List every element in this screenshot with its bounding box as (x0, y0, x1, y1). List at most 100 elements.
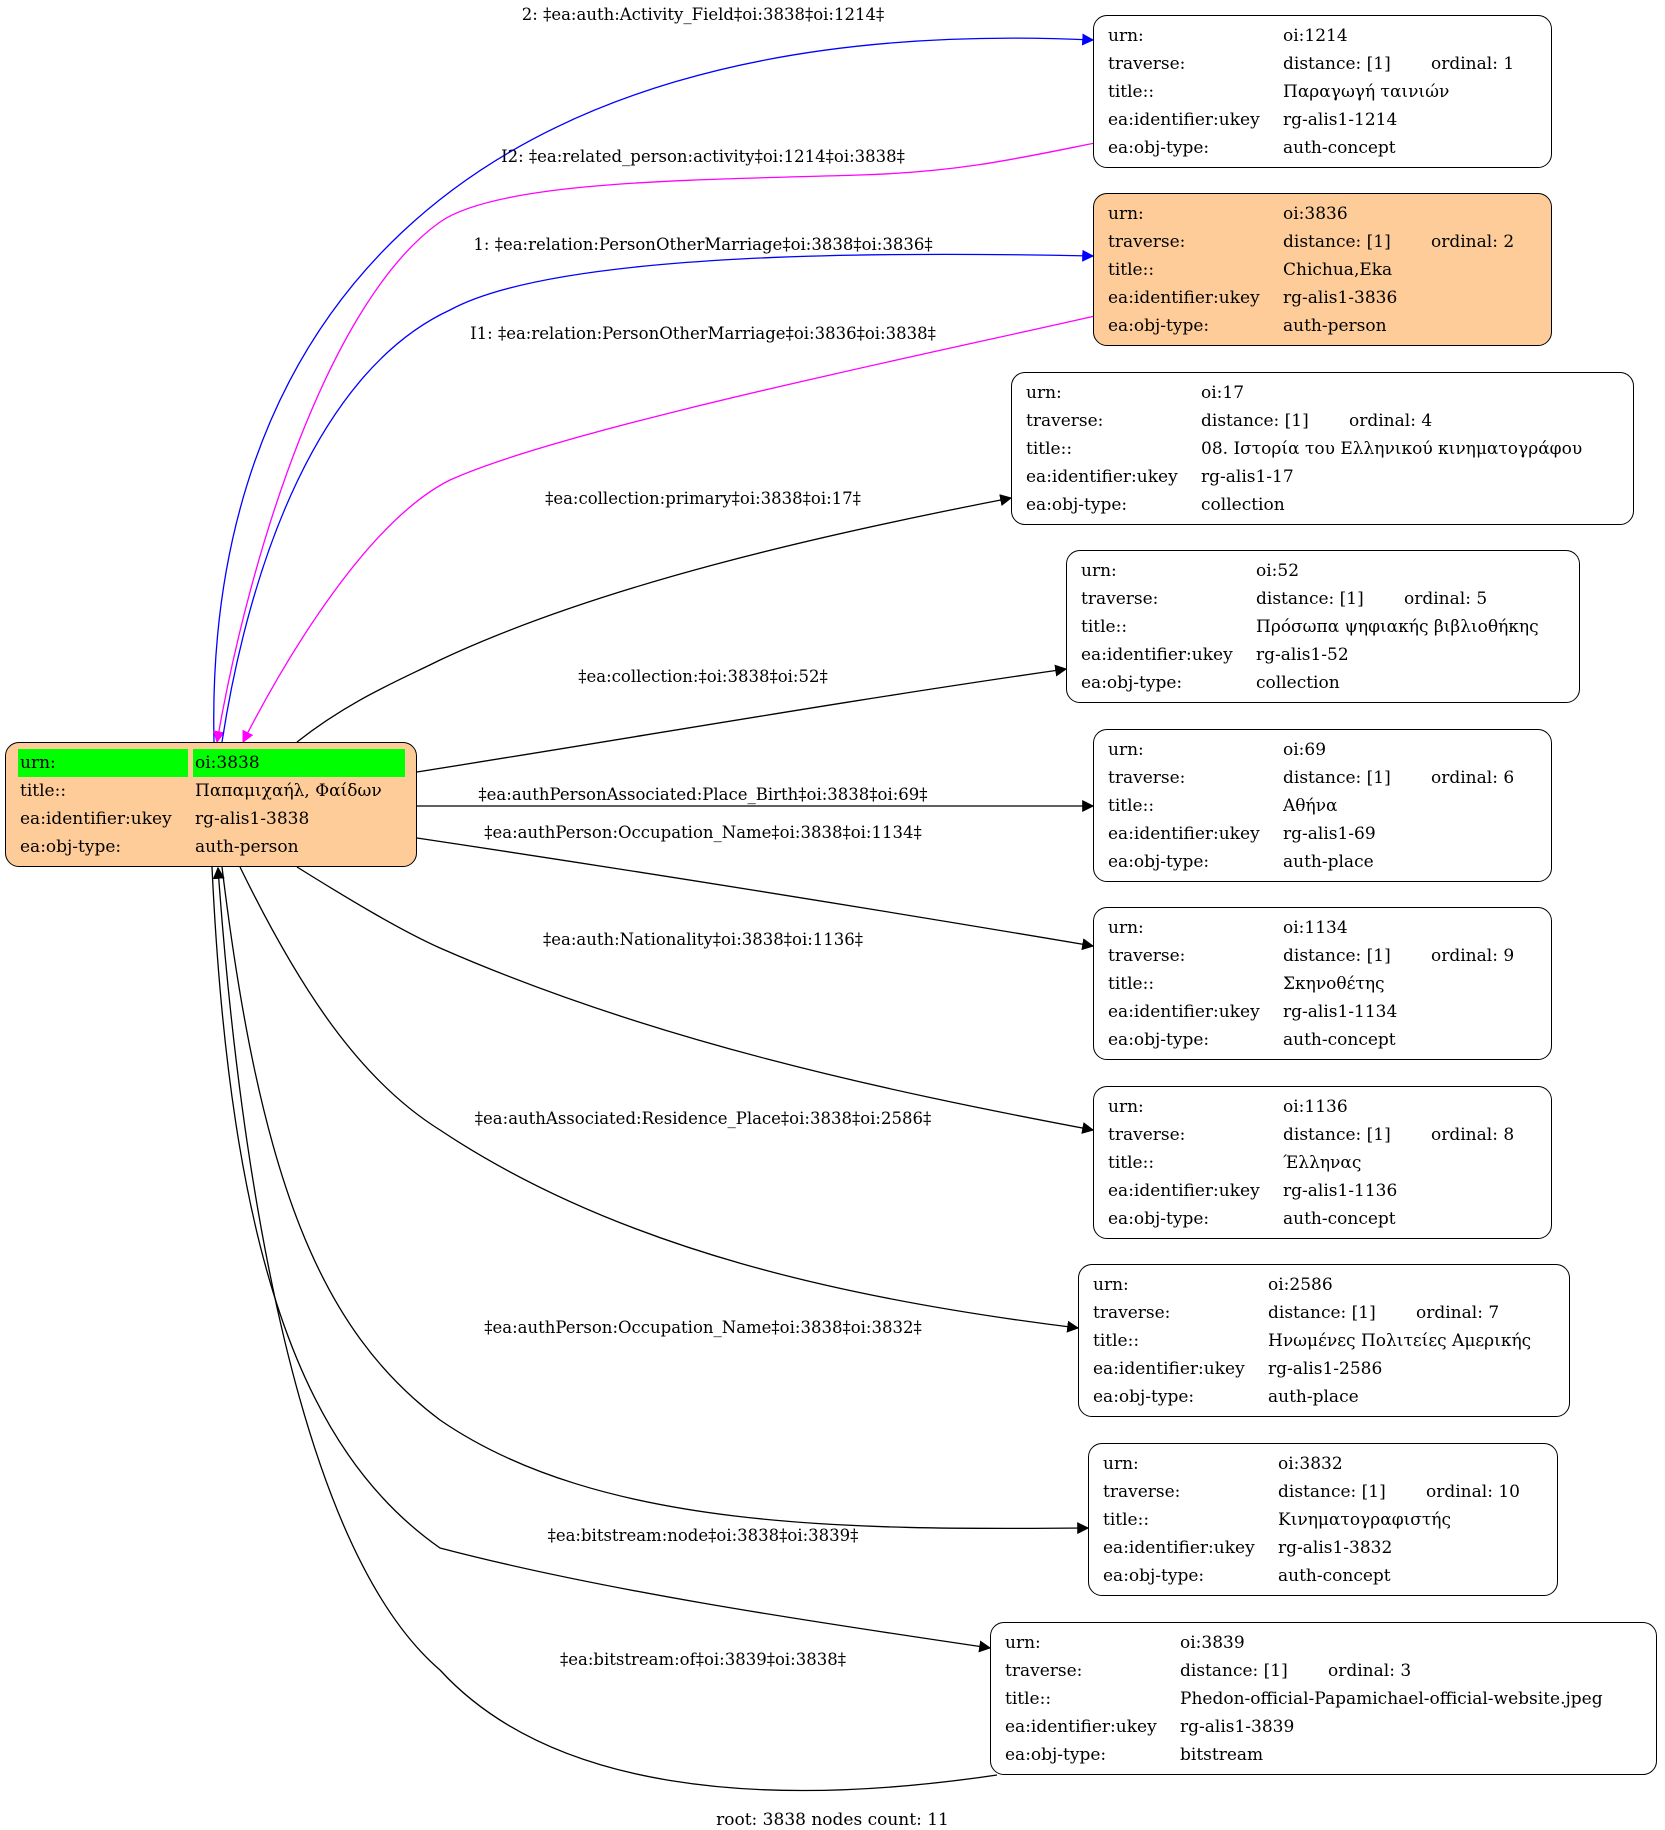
distance-value: distance: [1] (1180, 1661, 1288, 1681)
root-title-row: title:: Παπαμιχαήλ, Φαίδων (16, 777, 406, 805)
urn-key: urn: (1093, 1275, 1129, 1295)
urn-key: urn: (1026, 383, 1062, 403)
root-objtype-row: ea:obj-type: auth-person (16, 833, 406, 861)
objtype-key: ea:obj-type: (1108, 852, 1210, 872)
root-ukey-row: ea:identifier:ukey rg-alis1-3838 (16, 805, 406, 833)
edge-collection-primary (296, 494, 1013, 743)
edge-person-other-marriage (221, 249, 1095, 743)
title-value: Έλληνας (1283, 1153, 1362, 1173)
urn-key: urn: (1108, 26, 1144, 46)
urn-value: oi:17 (1201, 383, 1245, 403)
traverse-key: traverse: (1093, 1303, 1171, 1323)
traverse-key: traverse: (1108, 54, 1186, 74)
urn-value: oi:69 (1283, 740, 1327, 760)
root-objtype-value: auth-person (195, 837, 299, 857)
urn-key: urn: (1005, 1633, 1041, 1653)
ukey-value: rg-alis1-2586 (1268, 1359, 1383, 1379)
edge-person-other-marriage-inverse (242, 315, 1096, 744)
edge-label-related-person-activity: I2: ‡ea:related_person:activity‡oi:1214‡… (501, 147, 905, 166)
root-ukey-key: ea:identifier:ukey (20, 809, 172, 829)
node-oi-3836[interactable]: urn: oi:3836 traverse: distance: [1] ordina… (1093, 193, 1552, 346)
ordinal-value: ordinal: 5 (1404, 589, 1488, 609)
graph-footer: root: 3838 nodes count: 11 (716, 1810, 949, 1830)
distance-value: distance: [1] (1201, 411, 1309, 431)
objtype-key: ea:obj-type: (1093, 1387, 1195, 1407)
root-urn-value: oi:3838 (193, 749, 405, 777)
ukey-value: rg-alis1-1214 (1283, 110, 1398, 130)
node-oi-1136[interactable]: urn:oi:1136 traverse:distance: [1]ordina… (1093, 1086, 1552, 1239)
ukey-key: ea:identifier:ukey (1108, 1002, 1260, 1022)
urn-key: urn: (1108, 918, 1144, 938)
traverse-key: traverse: (1103, 1482, 1181, 1502)
traverse-key: traverse: (1108, 1125, 1186, 1145)
traverse-key: traverse: (1108, 232, 1186, 252)
edge-label-person-other-marriage: 1: ‡ea:relation:PersonOtherMarriage‡oi:3… (473, 235, 932, 254)
edge-label-occupation-3832: ‡ea:authPerson:Occupation_Name‡oi:3838‡o… (484, 1318, 921, 1337)
ordinal-value: ordinal: 10 (1426, 1482, 1520, 1502)
title-key: title:: (1103, 1510, 1150, 1530)
objtype-value: collection (1256, 673, 1340, 693)
title-key: title:: (1093, 1331, 1140, 1351)
distance-value: distance: [1] (1283, 232, 1391, 252)
ukey-key: ea:identifier:ukey (1108, 824, 1260, 844)
urn-key: urn: (1108, 1097, 1144, 1117)
edge-label-residence-place: ‡ea:authAssociated:Residence_Place‡oi:38… (475, 1109, 931, 1128)
ordinal-value: ordinal: 2 (1431, 232, 1515, 252)
node-oi-3839[interactable]: urn:oi:3839 traverse:distance: [1]ordina… (990, 1622, 1657, 1775)
ordinal-value: ordinal: 1 (1431, 54, 1515, 74)
edge-label-activity-field: 2: ‡ea:auth:Activity_Field‡oi:3838‡oi:12… (522, 5, 884, 24)
objtype-key: ea:obj-type: (1103, 1566, 1205, 1586)
title-value: Σκηνοθέτης (1283, 974, 1385, 994)
distance-value: distance: [1] (1256, 589, 1364, 609)
node-oi-1214[interactable]: urn:oi:1214 traverse:distance: [1]ordina… (1093, 15, 1552, 168)
node-oi-3832[interactable]: urn:oi:3832 traverse:distance: [1]ordina… (1088, 1443, 1558, 1596)
urn-key: urn: (1103, 1454, 1139, 1474)
edge-occupation-3832 (221, 866, 1090, 1535)
edge-related-person-activity (212, 142, 1096, 744)
ukey-key: ea:identifier:ukey (1108, 110, 1260, 130)
root-node[interactable]: urn: oi:3838 title:: Παπαμιχαήλ, Φαίδων … (5, 742, 417, 867)
node-oi-52[interactable]: urn:oi:52 traverse:distance: [1]ordinal:… (1066, 550, 1580, 703)
objtype-value: auth-concept (1283, 138, 1396, 158)
objtype-key: ea:obj-type: (1081, 673, 1183, 693)
ukey-key: ea:identifier:ukey (1081, 645, 1233, 665)
edge-collection (416, 664, 1068, 773)
node-oi-2586[interactable]: urn:oi:2586 traverse:distance: [1]ordina… (1078, 1264, 1570, 1417)
urn-key: urn: (1108, 740, 1144, 760)
node-oi-69[interactable]: urn:oi:69 traverse:distance: [1]ordinal:… (1093, 729, 1552, 882)
node-oi-17[interactable]: urn:oi:17 traverse:distance: [1]ordinal:… (1011, 372, 1634, 525)
objtype-value: auth-place (1268, 1387, 1359, 1407)
ordinal-value: ordinal: 7 (1416, 1303, 1500, 1323)
title-key: title:: (1108, 1153, 1155, 1173)
distance-value: distance: [1] (1283, 768, 1391, 788)
objtype-key: ea:obj-type: (1026, 495, 1128, 515)
ukey-key: ea:identifier:ukey (1093, 1359, 1245, 1379)
ordinal-value: ordinal: 6 (1431, 768, 1515, 788)
title-value: Παραγωγή ταινιών (1283, 82, 1450, 102)
title-key: title:: (1005, 1689, 1052, 1709)
ordinal-value: ordinal: 8 (1431, 1125, 1515, 1145)
urn-key: urn: (1108, 204, 1144, 224)
ukey-value: rg-alis1-17 (1201, 467, 1294, 487)
urn-value: oi:3836 (1283, 204, 1348, 224)
edge-occupation-1134 (416, 837, 1095, 951)
root-title-key: title:: (20, 781, 67, 801)
urn-value: oi:3839 (1180, 1633, 1245, 1653)
edge-bitstream-of (212, 866, 998, 1792)
ukey-value: rg-alis1-3832 (1278, 1538, 1393, 1558)
title-value: Κινηματογραφιστής (1278, 1510, 1451, 1530)
edge-residence-place (239, 866, 1080, 1333)
urn-value: oi:1134 (1283, 918, 1348, 938)
node-oi-1134[interactable]: urn:oi:1134 traverse:distance: [1]ordina… (1093, 907, 1552, 1060)
objtype-key: ea:obj-type: (1108, 316, 1210, 336)
objtype-key: ea:obj-type: (1005, 1745, 1107, 1765)
title-value: Phedon-official-Papamichael-official-web… (1180, 1689, 1603, 1709)
title-key: title:: (1081, 617, 1128, 637)
title-value: Πρόσωπα ψηφιακής βιβλιοθήκης (1256, 617, 1539, 637)
edge-label-nationality: ‡ea:auth:Nationality‡oi:3838‡oi:1136‡ (543, 930, 863, 949)
ordinal-value: ordinal: 3 (1328, 1661, 1412, 1681)
root-urn-row: urn: oi:3838 (16, 749, 406, 777)
objtype-key: ea:obj-type: (1108, 1209, 1210, 1229)
objtype-key: ea:obj-type: (1108, 1030, 1210, 1050)
